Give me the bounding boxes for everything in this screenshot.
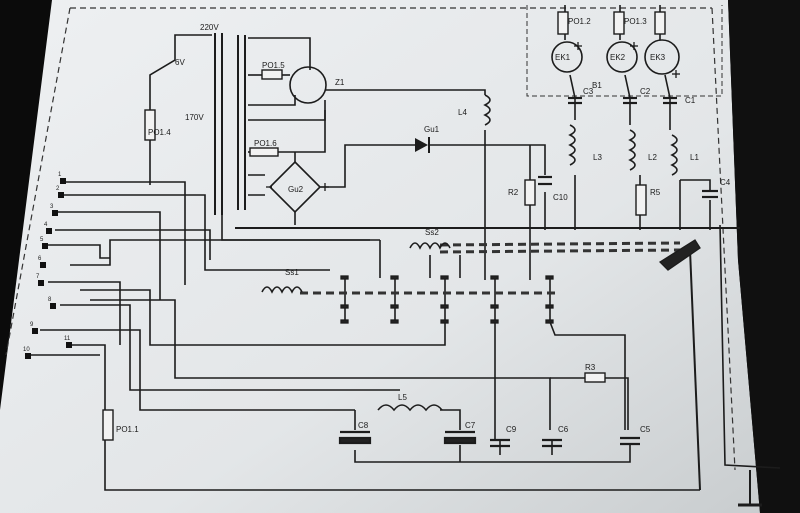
label-ek2: EK2 [610,53,626,62]
label-ss1: Ss1 [285,268,299,277]
svg-text:1: 1 [58,172,62,178]
label-po2: PO1.2 [568,17,591,26]
label-l3: L3 [593,153,602,162]
label-po1: PO1.1 [116,425,139,434]
resistors [102,11,666,441]
label-c1: C1 [685,96,696,105]
diode-gu1 [415,138,428,152]
wiring [30,5,781,507]
label-gu1: Gu1 [424,125,440,134]
tubes [289,39,680,104]
label-6v: 6V [175,58,185,67]
svg-text:4: 4 [44,222,48,228]
label-r5: R5 [650,188,661,197]
label-l2: L2 [648,153,657,162]
label-l4: L4 [458,108,467,117]
svg-text:2: 2 [56,186,60,192]
label-l5: L5 [398,393,407,402]
polarity-marks [266,42,680,191]
label-ss2: Ss2 [425,228,439,237]
terminals [25,178,72,359]
label-c10: C10 [553,193,568,202]
label-z1: Z1 [335,78,345,87]
label-po5: PO1.5 [262,61,285,70]
label-r2: R2 [508,188,519,197]
switch-linkage [300,241,681,295]
label-c3: C3 [583,87,594,96]
label-ek1: EK1 [555,53,571,62]
label-c4: C4 [720,178,731,187]
label-220v: 220V [200,23,219,32]
label-170v: 170V [185,113,204,122]
svg-text:11: 11 [64,336,71,342]
component-labels: 220V 170V 6V PO1.4 PO1.5 PO1.6 PO1.1 PO1… [116,17,731,434]
terminal-numbers: 1 2 3 4 5 6 7 8 9 10 11 [23,172,71,353]
svg-text:10: 10 [23,347,30,353]
label-c7: C7 [465,421,476,430]
label-b1: B1 [592,81,602,90]
svg-text:7: 7 [36,274,40,280]
capacitors [338,96,718,448]
svg-text:3: 3 [50,204,54,210]
svg-text:9: 9 [30,322,34,328]
label-c2: C2 [640,87,651,96]
inductors [261,94,678,412]
svg-text:8: 8 [48,297,52,303]
label-po6: PO1.6 [254,139,277,148]
label-po3: PO1.3 [624,17,647,26]
label-c6: C6 [558,425,569,434]
label-c8: C8 [358,421,369,430]
label-gu2: Gu2 [288,185,304,194]
svg-text:5: 5 [40,237,44,243]
label-r3: R3 [585,363,596,372]
switch-contacts [340,239,701,324]
label-ek3: EK3 [650,53,666,62]
svg-text:6: 6 [38,256,42,262]
label-po4: PO1.4 [148,128,171,137]
label-l1: L1 [690,153,699,162]
label-c5: C5 [640,425,651,434]
label-c9: C9 [506,425,517,434]
